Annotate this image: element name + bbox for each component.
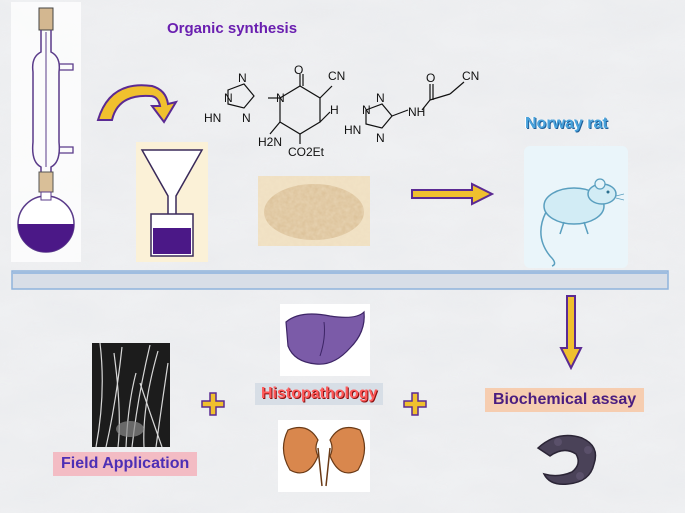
m1-hydrogen: H: [330, 103, 339, 117]
reflux-apparatus-icon: [11, 2, 81, 262]
m2-oxo: O: [426, 71, 435, 85]
chemical-structures: O CN H HN N N N N H2N CO2Et O CN HN NH N…: [204, 63, 479, 159]
m2-triazole-n1: N: [376, 91, 385, 105]
liver-icon: [280, 304, 370, 376]
m1-triazole-nh: HN: [204, 111, 221, 125]
page-title: Organic synthesis: [167, 20, 298, 37]
m2-nitrile: CN: [462, 69, 479, 83]
m1-triazole-n2: N: [242, 111, 251, 125]
m1-ring-n: N: [276, 91, 285, 105]
m1-ester: CO2Et: [288, 145, 325, 159]
field-photo-icon: [92, 343, 170, 447]
m1-triazole-n1: N: [238, 71, 247, 85]
plus-icon-left: [201, 392, 225, 416]
m2-amide-nh: NH: [408, 105, 425, 119]
m1-nitrile: CN: [328, 69, 345, 83]
histopathology-label: Histopathology: [255, 383, 384, 405]
powder-sample-icon: [258, 176, 370, 246]
norway-rat-label: Norway rat: [525, 115, 608, 132]
kidney-icon: [278, 420, 370, 492]
m2-triazole-hn: HN: [344, 123, 361, 137]
arrow-right-icon: [411, 182, 494, 206]
funnel-beaker-icon: [136, 142, 208, 262]
protein-structure-icon: [536, 434, 597, 486]
rat-icon: [524, 146, 628, 268]
m1-oxo: O: [294, 63, 303, 77]
m2-triazole-n3: N: [362, 103, 371, 117]
field-application-label: Field Application: [53, 452, 198, 476]
plus-icon-right: [403, 392, 427, 416]
arrow-down-icon: [559, 295, 583, 370]
divider-band: [11, 270, 669, 290]
curved-arrow-icon: [96, 84, 179, 124]
m2-triazole-n2: N: [376, 131, 385, 145]
m1-amine: H2N: [258, 135, 282, 149]
m1-triazole-n3: N: [224, 91, 233, 105]
biochemical-assay-label: Biochemical assay: [485, 388, 645, 412]
